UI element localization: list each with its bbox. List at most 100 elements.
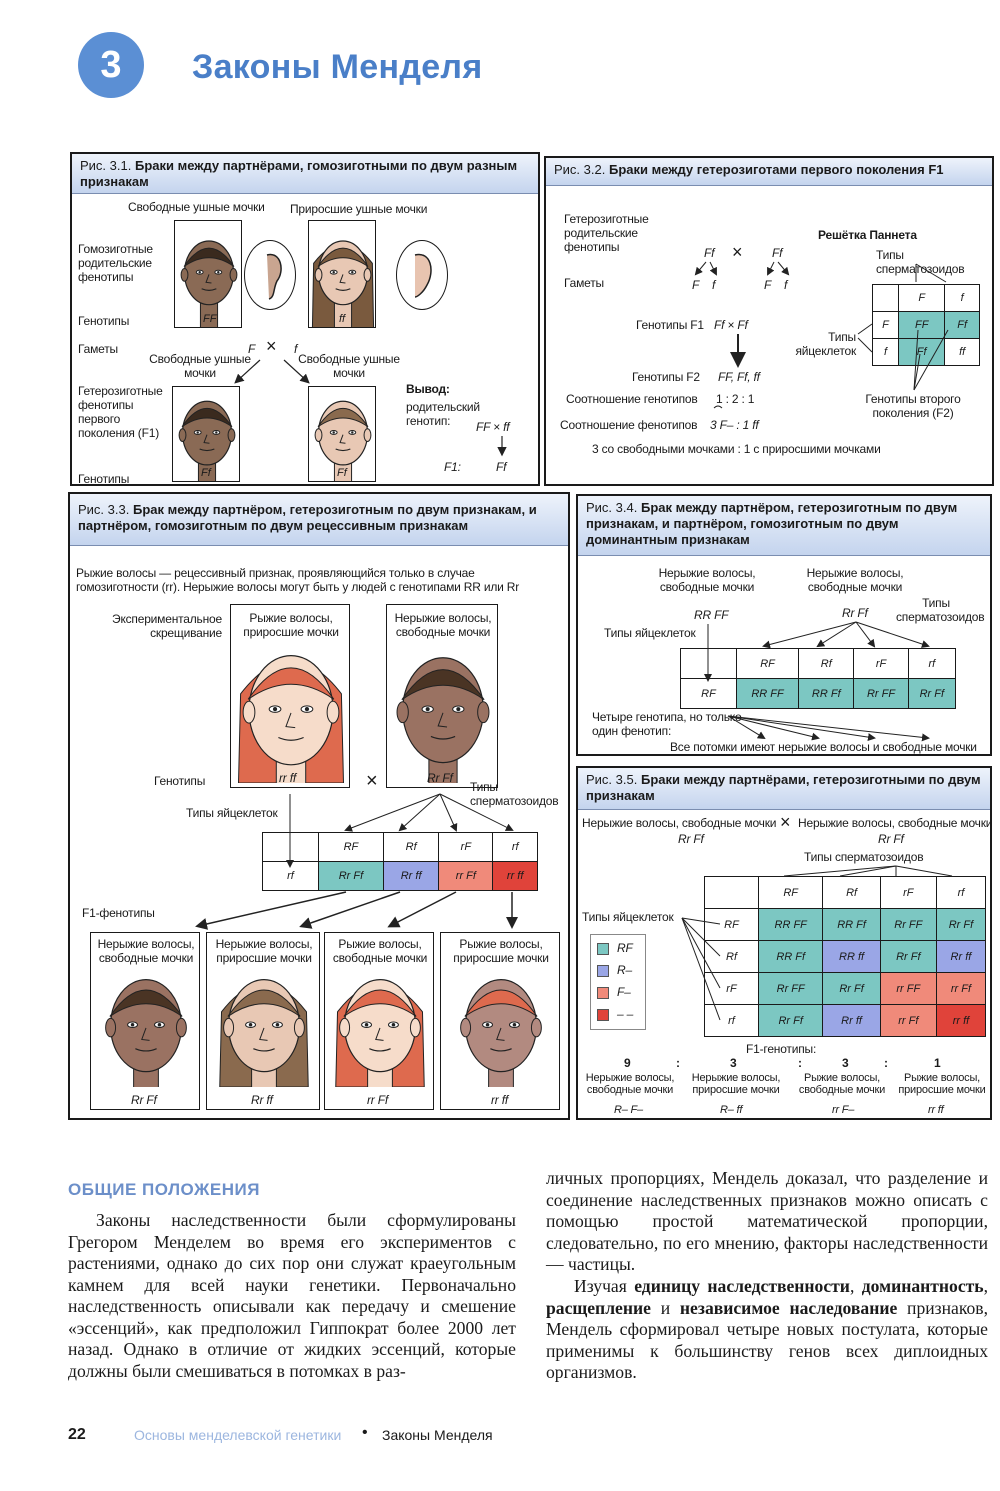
grid-cell: Ff: [897, 338, 946, 366]
gamete: F: [764, 278, 772, 292]
genotype: Ff: [337, 467, 347, 479]
row-label-genotypes: Генотипы: [78, 314, 130, 328]
f2-note: Генотипы второго поколения (F2): [865, 392, 961, 420]
row-label-genotypes-2: Генотипы: [78, 472, 130, 486]
child-label: Свободные ушные мочки: [298, 352, 400, 380]
text-span: признаков, Мендель сформировал четыре но…: [546, 1297, 989, 1383]
grid-cell: Rr Ff: [822, 972, 881, 1005]
face-icon: [311, 240, 375, 327]
phenotype-genotype: R– ff: [720, 1104, 743, 1116]
egg-types-label: Типы яйцеклеток: [604, 626, 696, 640]
cross-icon: ×: [266, 336, 277, 356]
phenotype-ratio-label: Соотношение фенотипов: [560, 418, 698, 432]
grid-corner: [680, 648, 737, 679]
face-icon: [178, 400, 236, 481]
note-text: Четыре генотипа, но только один фенотип:: [592, 710, 742, 738]
figure-3-5-header: Рис. 3.5. Браки между партнёрами, гетеро…: [578, 768, 990, 810]
grid-cell: RR FF: [735, 678, 800, 709]
genotype: Rr Ff: [427, 771, 453, 785]
genotype: rr ff: [491, 1093, 508, 1107]
face-icon: [314, 400, 372, 481]
f1-label: F1-фенотипы: [82, 906, 155, 920]
parent-genotype: Rr Ff: [842, 606, 868, 620]
grid-cell: Rr Ff: [935, 908, 987, 941]
grid-row-head: RF: [704, 908, 759, 941]
parent-label: Нерыжие волосы, свободные мочки: [658, 566, 756, 594]
child-photo-2: Ff: [308, 386, 376, 482]
face-icon: [237, 654, 345, 783]
genotypes-label: Генотипы: [154, 774, 206, 788]
legend-label: – –: [617, 1007, 634, 1021]
footer-bullet: •: [362, 1424, 368, 1441]
photo-label: Нерыжие волосы, свободные мочки: [394, 611, 492, 639]
footer-section: Основы менделевской генетики: [134, 1427, 342, 1443]
grid-cell: Rr Ff: [318, 861, 384, 891]
ratio-value: 1: [934, 1056, 941, 1070]
offspring-photo-3: Рыжие волосы, свободные мочки rr Ff: [324, 932, 434, 1110]
chapter-number-badge: 3: [78, 32, 144, 98]
grid-row-head: Rf: [704, 940, 759, 973]
conclusion-f1-value: Ff: [496, 460, 507, 474]
parent-genotype: Ff: [704, 246, 715, 260]
ratio-separator: :: [798, 1056, 802, 1070]
section-title: ОБЩИЕ ПОЛОЖЕНИЯ: [68, 1180, 260, 1199]
cross-icon: ×: [732, 242, 743, 262]
figure-3-2-header: Рис. 3.2. Браки между гетерозиготами пер…: [546, 158, 992, 186]
photo-label: Рыжие волосы, приросшие мочки: [453, 937, 549, 965]
cross-icon: ×: [366, 770, 378, 792]
figure-number: Рис. 3.1.: [80, 158, 132, 173]
phenotype-genotype: R– F–: [614, 1104, 643, 1116]
grid-cell: rr Ff: [879, 1004, 937, 1037]
grid-cell: RR FF: [757, 908, 824, 941]
photo-label: Рыжие волосы, приросшие мочки: [243, 611, 339, 639]
grid-col-head: Rf: [798, 648, 855, 679]
grid-col-head: rF: [438, 832, 494, 862]
sperm-types-label: Типы сперматозоидов: [876, 248, 965, 276]
grid-cell: rr FF: [879, 972, 937, 1005]
text-span: ,: [983, 1276, 989, 1296]
f1-genotypes-label: Генотипы F1: [636, 318, 704, 332]
parent-label: Нерыжие волосы, свободные мочки: [582, 816, 777, 830]
ratio-separator: :: [676, 1056, 680, 1070]
face-icon: [105, 979, 187, 1087]
figure-title: Браки между партнёрами, гомозиготными по…: [80, 158, 518, 189]
gametes-label: Гаметы: [564, 276, 604, 290]
grid-cell: Ff: [944, 311, 980, 339]
parent-genotype: Rr Ff: [678, 832, 704, 846]
grid-cell: Rr FF: [879, 908, 937, 941]
offspring-photo-2: Нерыжие волосы, приросшие мочки Rr ff: [206, 932, 320, 1110]
phenotype-ratio: 3 F– : 1 ff: [710, 418, 759, 432]
grid-col-head: RF: [757, 876, 824, 909]
parent-photo-free-lobes: FF: [174, 220, 242, 328]
legend-label: F–: [617, 985, 631, 999]
intro-text: Рыжие волосы — рецессивный признак, проя…: [76, 566, 520, 594]
phenotype-label: Рыжие волосы, приросшие мочки: [898, 1072, 986, 1096]
punnett-title: Решётка Паннета: [818, 228, 917, 242]
grid-cell: Rr ff: [822, 1004, 881, 1037]
gamete: f: [784, 278, 788, 292]
text-span: и: [650, 1297, 680, 1318]
f1-genotypes-label: F1-генотипы:: [746, 1042, 817, 1056]
grid-col-head: rF: [853, 648, 909, 679]
grid-cell: RR Ff: [798, 678, 855, 709]
grid-corner: [262, 832, 319, 862]
figure-3-4: Рис. 3.4. Брак между партнёром, гетерози…: [576, 494, 992, 756]
parent-label: Нерыжие волосы, свободные мочки: [798, 816, 993, 830]
face-icon: [460, 979, 542, 1087]
genotype-ratio-label: Соотношение генотипов: [566, 392, 698, 406]
egg-types-label: Типы яйцеклеток: [582, 910, 674, 924]
figure-number: Рис. 3.2.: [554, 162, 606, 177]
grid-row-head: f: [872, 338, 899, 366]
grid-corner: [872, 284, 899, 312]
ratio-value: 3: [842, 1056, 849, 1070]
term-dominance: доминантность: [861, 1276, 984, 1296]
figure-title: Брак между партнёром, гетерозиготным по …: [78, 502, 537, 533]
paragraph-1: Законы наследственности были сформулиров…: [68, 1210, 516, 1381]
term-segregation: расщепление: [546, 1297, 651, 1318]
child-label: Свободные ушные мочки: [149, 352, 251, 380]
experiment-label: Экспериментальное скрещивание: [112, 612, 222, 640]
